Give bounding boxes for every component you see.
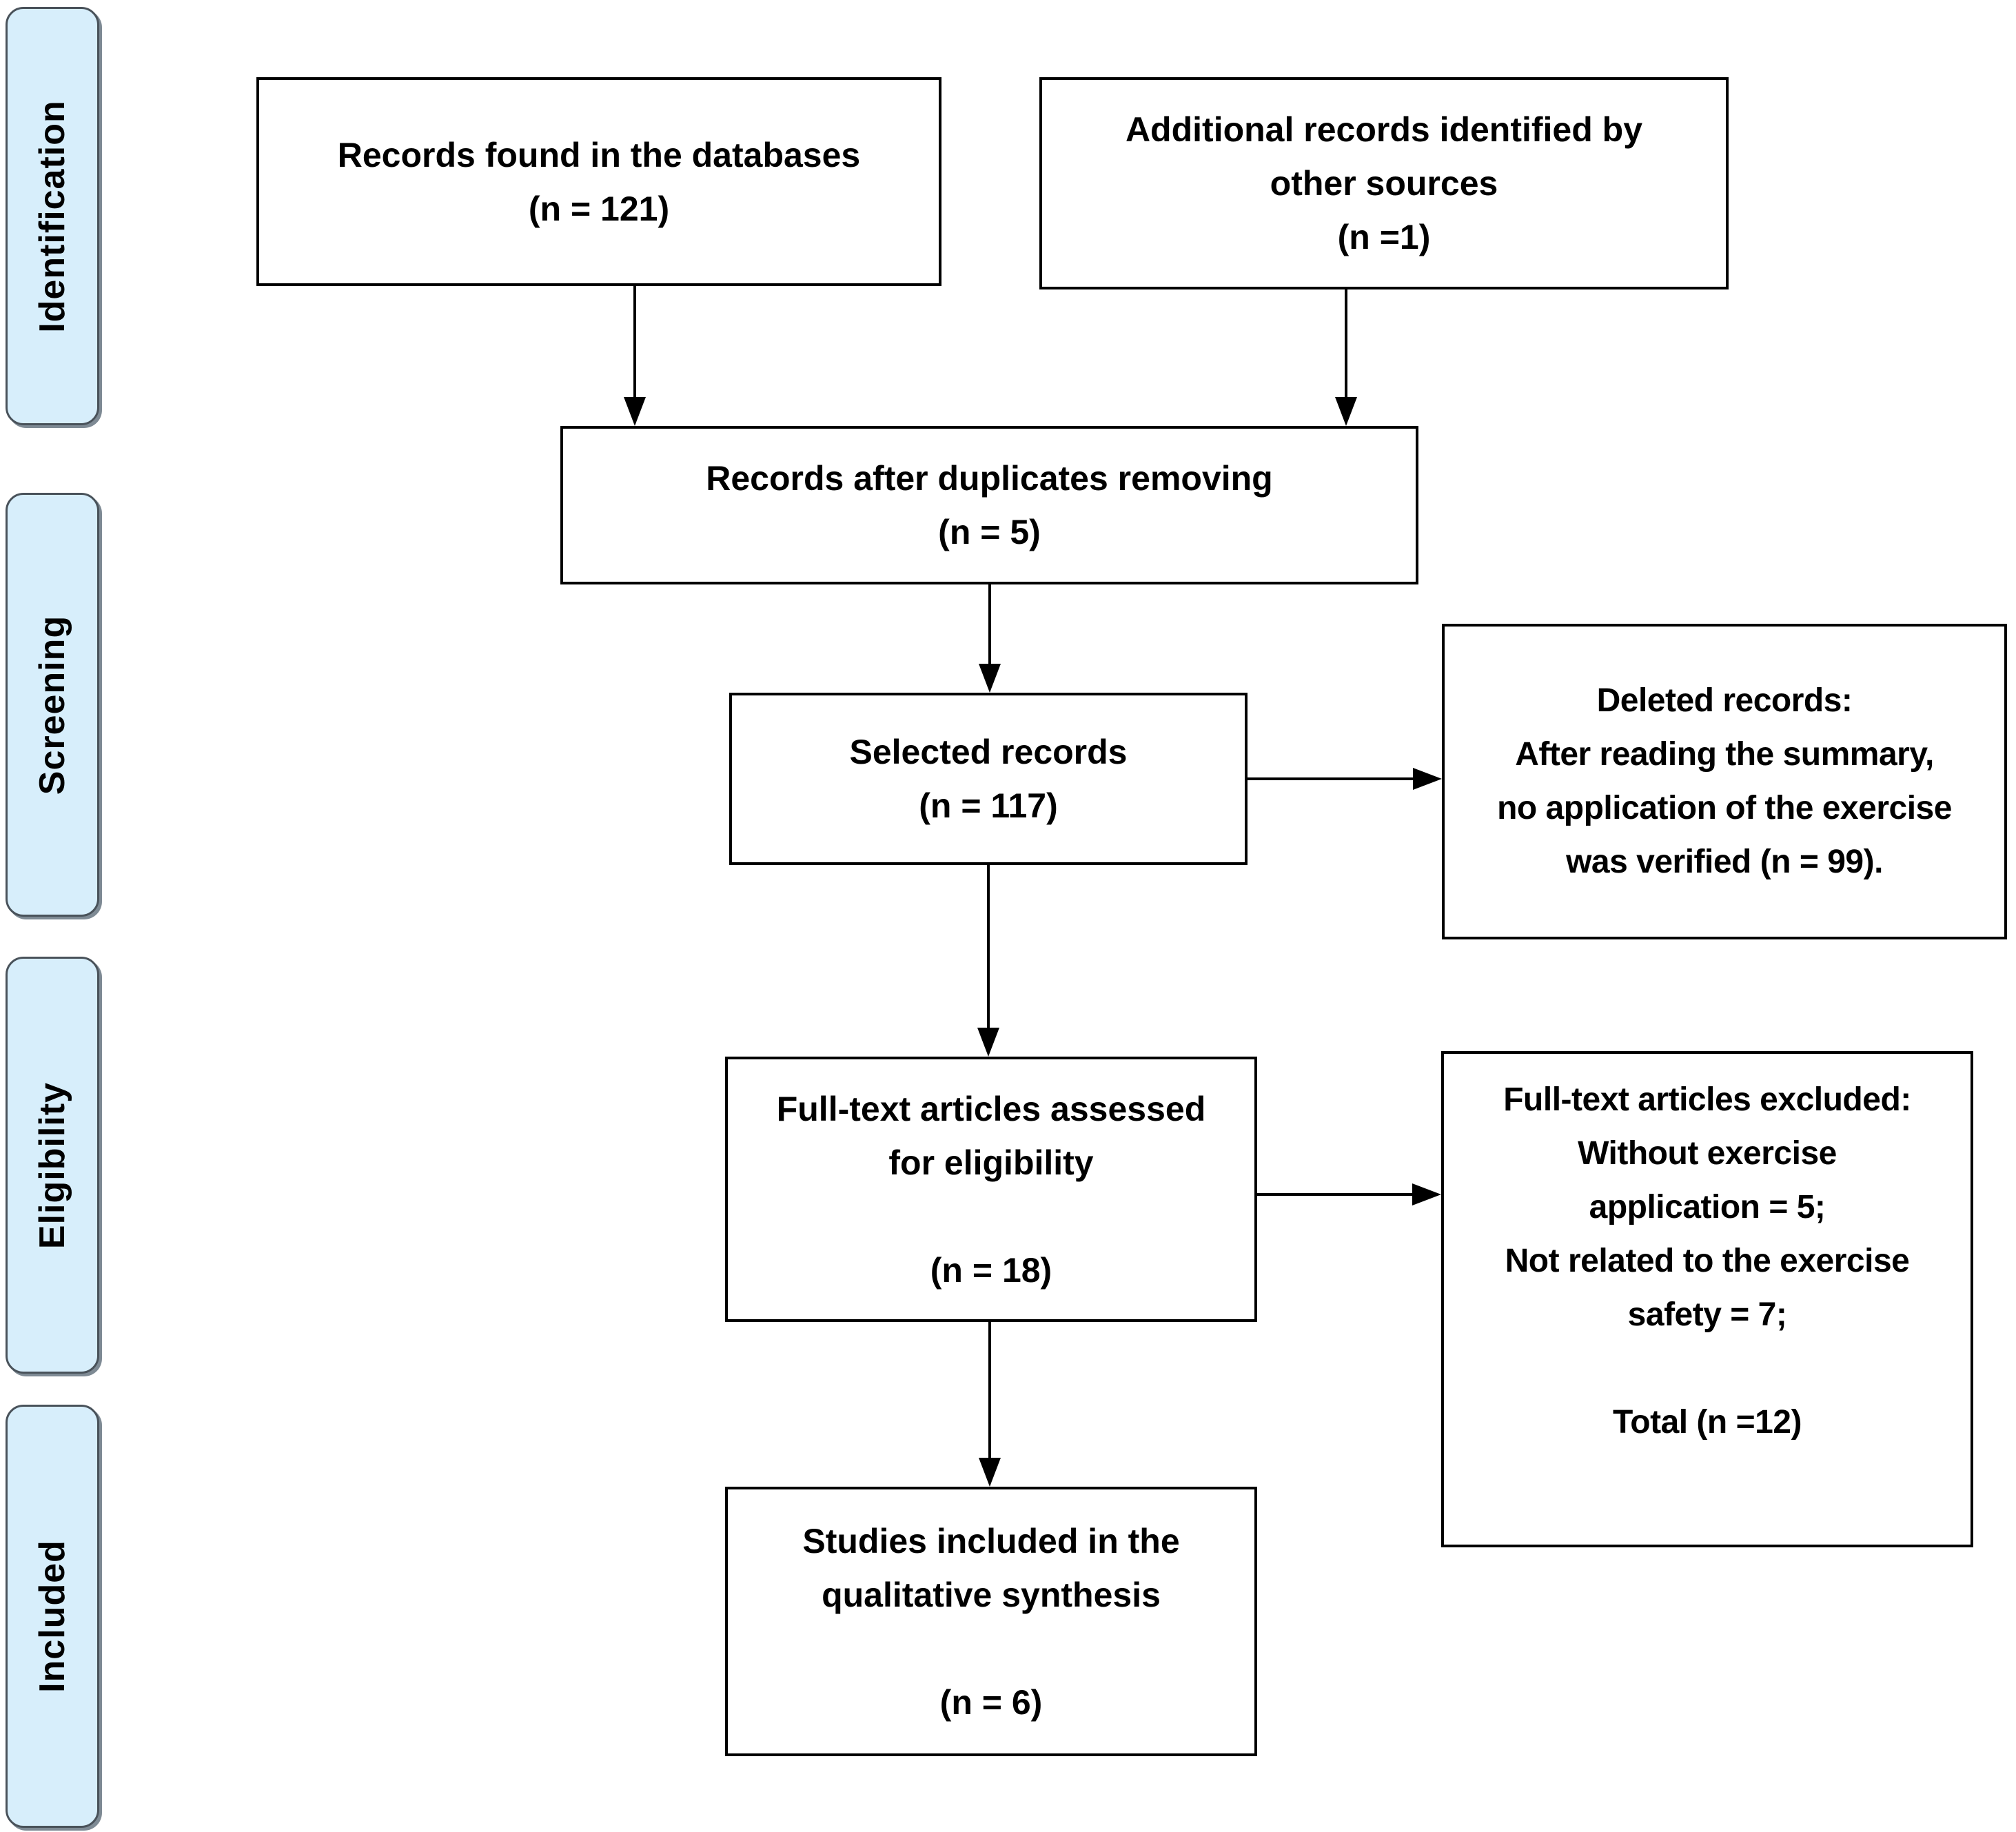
box-studies-included: Studies included in the qualitative synt… <box>725 1487 1257 1756</box>
stage-included-label: Included <box>32 1540 73 1693</box>
box-line: (n = 121) <box>528 189 670 228</box>
box-line: (n = 18) <box>930 1250 1052 1290</box>
box-line: application = 5; <box>1589 1189 1826 1225</box>
box-line: Full-text articles excluded: <box>1503 1081 1911 1118</box>
box-duplicates-removed: Records after duplicates removing (n = 5… <box>560 426 1418 584</box>
stage-identification: Identification <box>6 7 99 425</box>
box-additional-sources: Additional records identified by other s… <box>1039 77 1729 289</box>
arrow-head <box>1335 397 1357 426</box>
stage-included: Included <box>6 1405 99 1828</box>
arrow-head <box>1413 768 1442 790</box>
box-fulltext-assessed: Full-text articles assessed for eligibil… <box>725 1057 1257 1322</box>
stage-screening-label: Screening <box>32 615 73 795</box>
stage-eligibility: Eligibility <box>6 957 99 1374</box>
box-line: (n =1) <box>1337 218 1431 256</box>
box-line: was verified (n = 99). <box>1566 844 1883 880</box>
box-records-found: Records found in the databases (n = 121) <box>256 77 941 286</box>
box-line: (n = 6) <box>939 1682 1043 1722</box>
box-line: Studies included in the <box>802 1521 1180 1560</box>
box-fulltext-excluded: Full-text articles excluded: Without exe… <box>1441 1051 1973 1547</box>
stage-eligibility-label: Eligibility <box>32 1081 73 1249</box>
box-line: no application of the exercise <box>1497 790 1952 826</box>
arrow-head <box>1412 1183 1441 1205</box>
box-line: Full-text articles assessed <box>776 1089 1206 1128</box>
box-line: Records found in the databases <box>337 135 861 174</box>
box-line: (n = 117) <box>919 786 1058 825</box>
box-line: Deleted records: <box>1596 682 1853 719</box>
box-deleted-records: Deleted records: After reading the summa… <box>1442 624 2007 939</box>
box-line: Without exercise <box>1578 1135 1837 1172</box>
box-line: Selected records <box>849 733 1128 771</box>
box-line: Additional records identified by <box>1125 110 1643 149</box>
arrow-line <box>1248 777 1413 780</box>
arrow-line <box>988 1322 991 1458</box>
box-line: Not related to the exercise <box>1505 1243 1910 1279</box>
arrow-line <box>1345 289 1347 398</box>
box-line: (n = 5) <box>938 513 1041 551</box>
box-line: other sources <box>1270 164 1498 203</box>
box-line: Total (n =12) <box>1613 1404 1802 1441</box>
arrow-head <box>624 397 646 426</box>
box-line: safety = 7; <box>1627 1296 1787 1333</box>
arrow-head <box>977 1028 999 1057</box>
box-line: for eligibility <box>888 1143 1094 1182</box>
box-selected-records: Selected records (n = 117) <box>729 693 1248 865</box>
arrow-line <box>988 584 991 665</box>
arrow-head <box>979 664 1001 693</box>
box-line: Records after duplicates removing <box>706 459 1273 498</box>
box-line: After reading the summary, <box>1515 736 1934 773</box>
arrow-line <box>633 286 636 398</box>
box-line: qualitative synthesis <box>822 1575 1161 1614</box>
stage-screening: Screening <box>6 493 99 917</box>
arrow-head <box>979 1458 1001 1487</box>
stage-identification-label: Identification <box>32 99 72 333</box>
arrow-line <box>1257 1193 1412 1196</box>
arrow-line <box>987 865 990 1028</box>
